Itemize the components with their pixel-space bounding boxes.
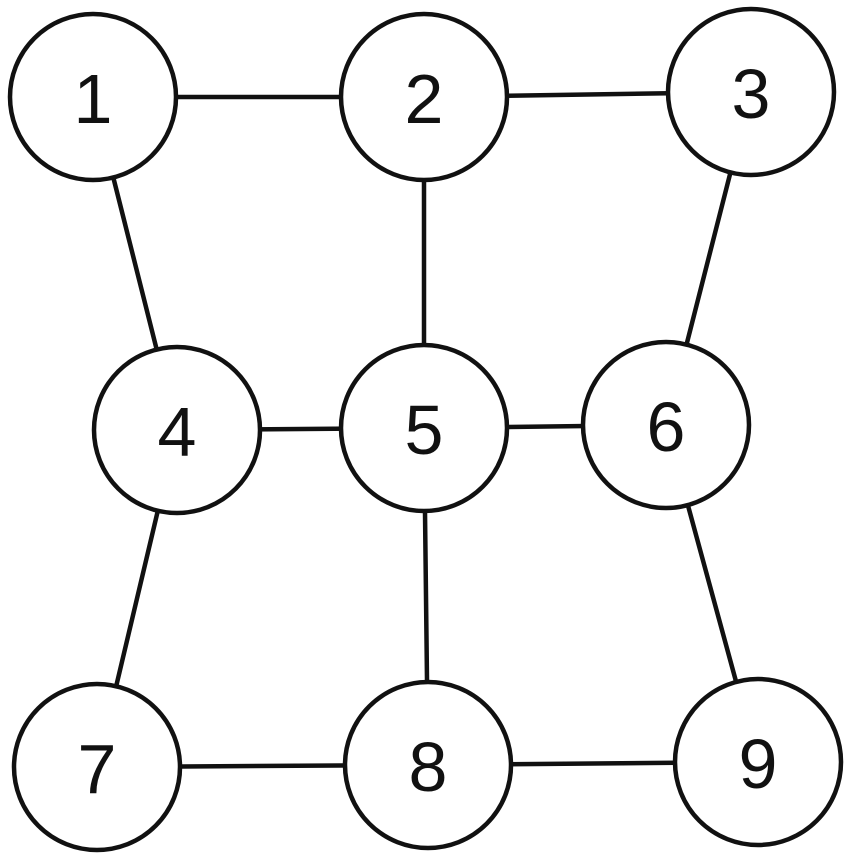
node-label-3: 3: [732, 55, 771, 133]
node-circle-3: [665, 6, 837, 178]
node-7: 7: [11, 681, 183, 853]
node-label-6: 6: [647, 388, 686, 466]
node-4: 4: [91, 344, 263, 516]
node-label-9: 9: [739, 725, 778, 803]
node-label-5: 5: [405, 391, 444, 469]
node-circle-4: [91, 344, 263, 516]
node-6: 6: [580, 339, 752, 511]
node-circle-1: [7, 11, 179, 183]
node-9: 9: [672, 676, 844, 848]
nodes-layer: 1 2 3 4 5 6 7 8 9: [7, 6, 844, 853]
node-circle-6: [580, 339, 752, 511]
node-3: 3: [665, 6, 837, 178]
node-circle-9: [672, 676, 844, 848]
node-label-1: 1: [74, 60, 113, 138]
node-circle-8: [342, 679, 514, 851]
node-2: 2: [338, 11, 510, 183]
node-circle-2: [338, 11, 510, 183]
node-label-7: 7: [78, 730, 117, 808]
node-label-8: 8: [409, 728, 448, 806]
node-circle-5: [338, 342, 510, 514]
node-label-4: 4: [158, 393, 197, 471]
node-circle-7: [11, 681, 183, 853]
node-5: 5: [338, 342, 510, 514]
node-8: 8: [342, 679, 514, 851]
node-label-2: 2: [405, 60, 444, 138]
node-1: 1: [7, 11, 179, 183]
